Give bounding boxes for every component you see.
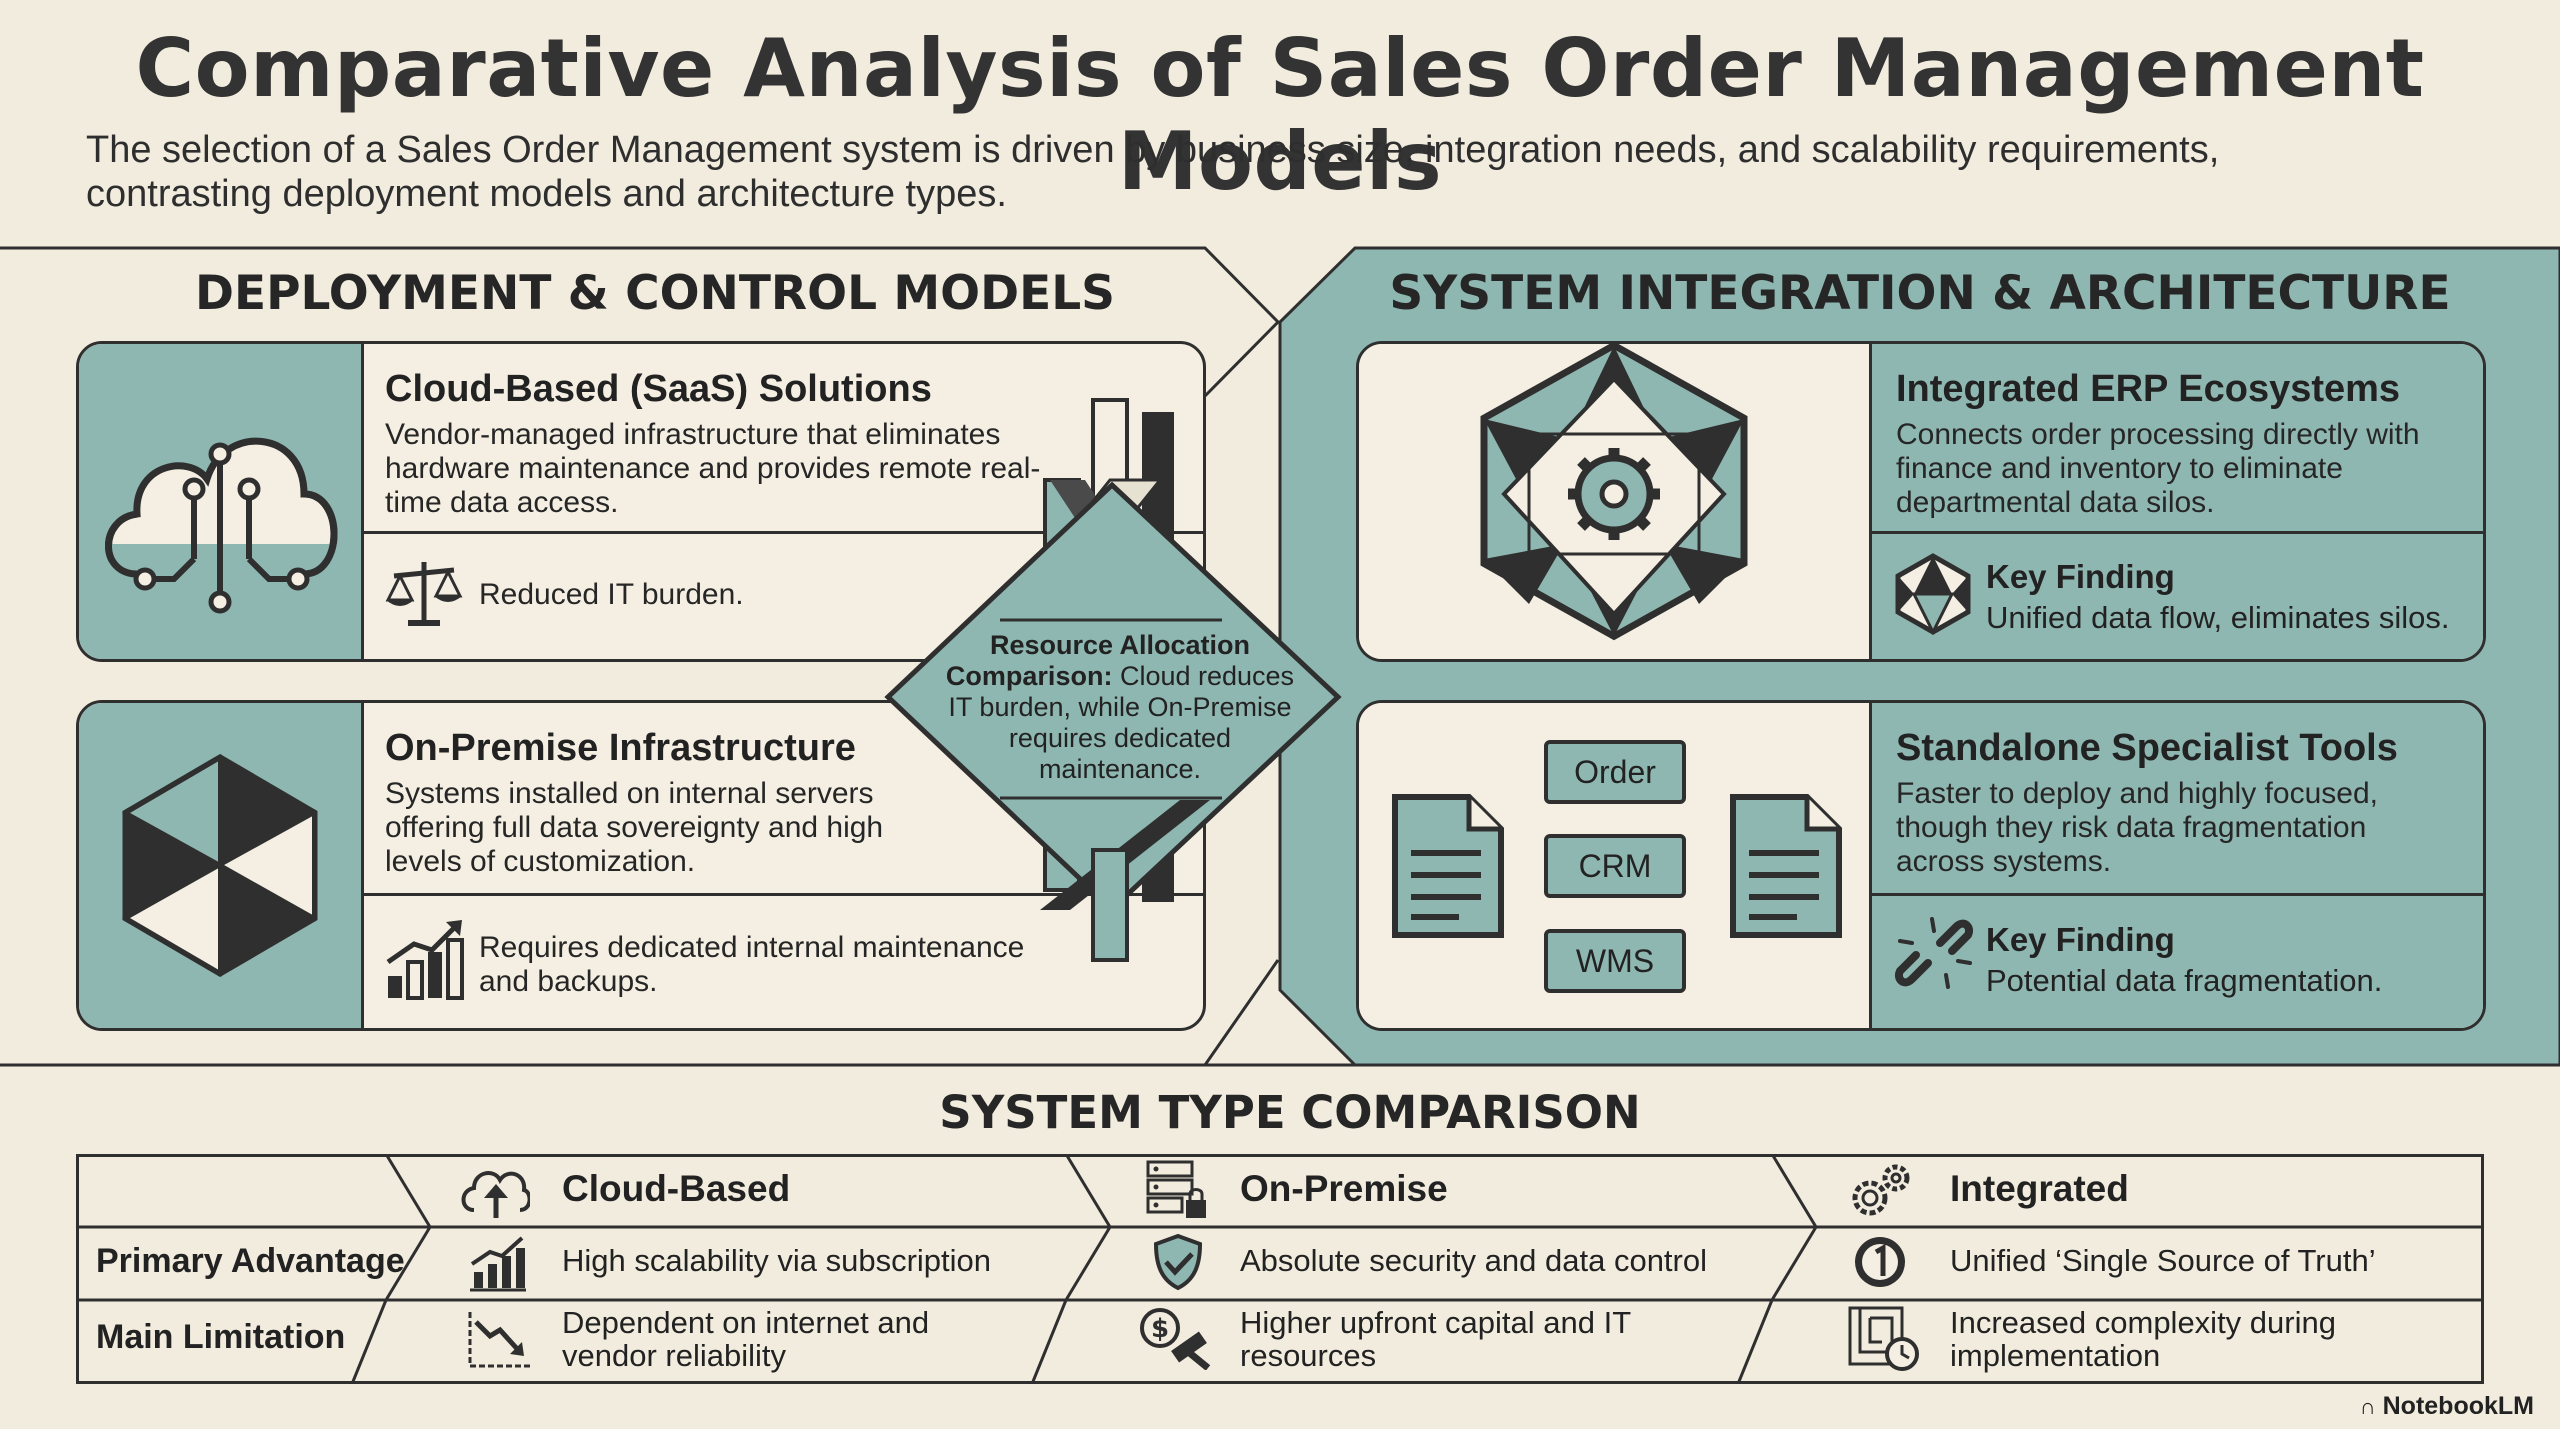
- cell-integrated-limitation: Increased complexity during implementati…: [1950, 1305, 2336, 1373]
- column-cloud-based: Cloud-Based: [562, 1168, 791, 1209]
- scales-icon: [385, 562, 463, 626]
- gear-star-icon: [1480, 344, 1748, 641]
- page-title: Comparative Analysis of Sales Order Mana…: [135, 22, 2425, 208]
- erp-key-finding-title: Key Finding: [1986, 558, 2175, 595]
- resource-allocation-text: Resource Allocation Comparison: Cloud re…: [935, 630, 1305, 785]
- comparison-table-grid: [76, 1154, 2484, 1384]
- table-title: SYSTEM TYPE COMPARISON: [939, 1086, 1641, 1139]
- connected-polyhedron-icon: [1895, 553, 1971, 636]
- cloud-card-divider: [361, 531, 1203, 534]
- shield-check-icon: [1153, 1233, 1203, 1291]
- erp-image-panel: [1359, 344, 1872, 659]
- watermark-label: NotebookLM: [2382, 1392, 2534, 1420]
- column-integrated: Integrated: [1950, 1168, 2129, 1209]
- money-hammer-icon: $: [1140, 1308, 1211, 1370]
- resource-allocation-graphic: [884, 398, 1342, 962]
- cell-on-premise-limitation: Higher upfront capital and IT resources: [1240, 1305, 1631, 1373]
- server-lock-icon: [1146, 1160, 1206, 1218]
- page-subtitle: The selection of a Sales Order Managemen…: [86, 129, 2220, 215]
- cell-on-premise-advantage: Absolute security and data control: [1240, 1243, 1707, 1278]
- left-section-top-border: [0, 246, 1281, 398]
- column-on-premise: On-Premise: [1240, 1168, 1448, 1209]
- document-icon: [1392, 794, 1504, 938]
- erp-text-panel: Integrated ERP Ecosystems Connects order…: [1872, 344, 2483, 659]
- standalone-card-text: Faster to deploy and highly focused, tho…: [1896, 777, 2378, 878]
- row-label-primary-advantage: Primary Advantage: [96, 1242, 405, 1280]
- right-section-title: SYSTEM INTEGRATION & ARCHITECTURE: [1389, 266, 2451, 321]
- broken-link-icon: [1895, 917, 1973, 989]
- standalone-text-panel: Standalone Specialist Tools Faster to de…: [1872, 703, 2483, 1028]
- standalone-key-finding-text: Potential data fragmentation.: [1986, 963, 2383, 998]
- erp-card-divider: [1872, 531, 2483, 534]
- on-premise-icon-panel: [79, 703, 364, 1028]
- notebooklm-logo-icon: ∩: [2359, 1394, 2376, 1419]
- cloud-circuit-icon: [105, 437, 339, 644]
- left-section-title: DEPLOYMENT & CONTROL MODELS: [194, 266, 1116, 321]
- resource-allocation-label: Resource Allocation Comparison:: [945, 630, 1251, 691]
- standalone-card-divider: [1872, 893, 2483, 896]
- svg-text:$: $: [1151, 1314, 1169, 1344]
- gears-icon: [1852, 1164, 1910, 1216]
- resource-allocation-body: Cloud reduces IT burden, while On-Premis…: [948, 661, 1295, 784]
- number-one-icon: [1855, 1237, 1905, 1287]
- bar-chart-growth-icon: [386, 920, 464, 1000]
- erp-key-finding-text: Unified data flow, eliminates silos.: [1986, 600, 2450, 635]
- notebooklm-watermark: ∩ NotebookLM: [2360, 1392, 2534, 1421]
- standalone-card: Order CRM WMS Standalone Specialist Tool…: [1356, 700, 2486, 1031]
- erp-card-title: Integrated ERP Ecosystems: [1896, 368, 2401, 410]
- on-premise-card-title: On-Premise Infrastructure: [385, 727, 856, 769]
- cloud-card-title: Cloud-Based (SaaS) Solutions: [385, 368, 932, 410]
- erp-card: Integrated ERP Ecosystems Connects order…: [1356, 341, 2486, 662]
- maze-clock-icon: [1848, 1306, 1919, 1371]
- decline-chart-icon: [468, 1312, 530, 1368]
- module-order: Order: [1544, 740, 1686, 804]
- standalone-image-panel: Order CRM WMS: [1359, 703, 1872, 1028]
- growth-chart-icon: [470, 1236, 526, 1292]
- document-icon: [1730, 794, 1842, 938]
- on-premise-card-text: Systems installed on internal servers of…: [385, 777, 884, 878]
- module-crm: CRM: [1544, 834, 1686, 898]
- cloud-icon-panel: [79, 344, 364, 659]
- on-premise-card-divider: [361, 893, 1203, 896]
- standalone-card-title: Standalone Specialist Tools: [1896, 727, 2398, 769]
- cloud-card-note: Reduced IT burden.: [479, 578, 744, 611]
- cloud-upload-icon: [461, 1171, 530, 1218]
- on-premise-card-note: Requires dedicated internal maintenance …: [479, 931, 1025, 998]
- standalone-key-finding-title: Key Finding: [1986, 921, 2175, 958]
- module-wms: WMS: [1544, 929, 1686, 993]
- erp-card-text: Connects order processing directly with …: [1896, 418, 2420, 519]
- cell-cloud-limitation: Dependent on internet and vendor reliabi…: [562, 1305, 930, 1373]
- cloud-card-text: Vendor-managed infrastructure that elimi…: [385, 418, 1041, 519]
- row-label-main-limitation: Main Limitation: [96, 1318, 346, 1356]
- hexagon-prism-icon: [121, 753, 318, 978]
- cell-integrated-advantage: Unified ‘Single Source of Truth’: [1950, 1243, 2376, 1278]
- cell-cloud-advantage: High scalability via subscription: [562, 1243, 992, 1278]
